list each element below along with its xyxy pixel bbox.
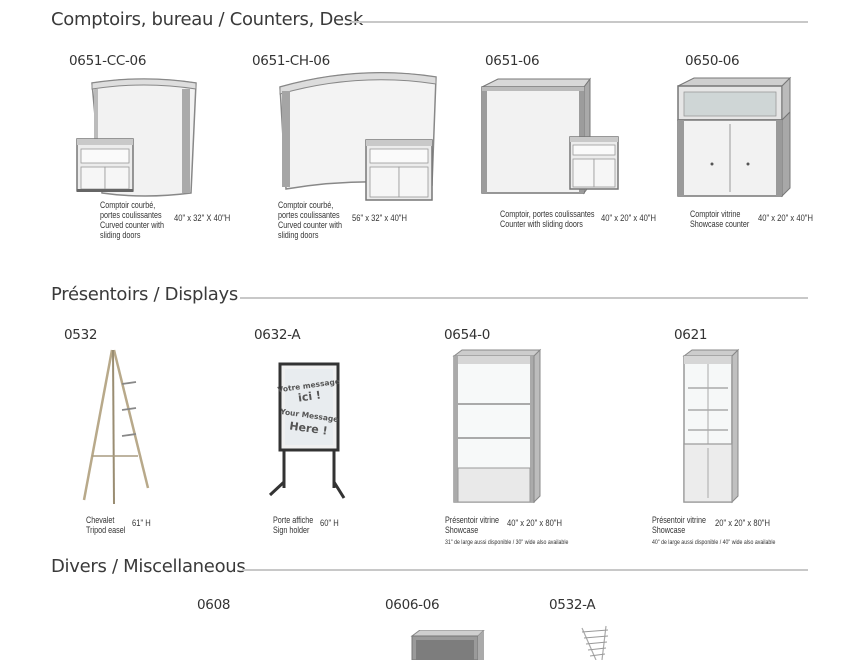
poster-text-line2: ici ! [297,389,322,405]
section-rule-displays [240,297,808,299]
showcase-counter-image [677,76,792,198]
section-rule-counters [350,21,808,23]
product-dim-0621: 20" x 20" x 80"H [715,518,770,529]
product-note-0621: 40" de large aussi disponible / 40" wide… [652,539,776,546]
product-code-0532: 0532 [64,327,98,343]
product-desc-0532: Chevalet Tripod easel [86,515,126,535]
product-code-0651-06: 0651-06 [485,53,540,69]
product-dim-0651-06: 40" x 20" x 40"H [601,213,656,224]
product-dim-0651-ch-06: 56" x 32" x 40"H [352,213,407,224]
showcase-tower-narrow-image [682,348,740,504]
brochure-rack-image [581,625,609,660]
display-case-top-image [410,630,485,660]
poster-text-line4: Here ! [289,419,329,437]
product-desc-0654-0: Présentoir vitrine Showcase [445,515,500,535]
product-code-0606-06: 0606-06 [385,597,440,613]
curved-counter-image [76,78,197,197]
product-code-0650-06: 0650-06 [685,53,740,69]
tripod-easel-image [82,349,150,505]
product-code-0608: 0608 [197,597,231,613]
curved-counter-large-image [279,72,437,201]
section-title-counters: Comptoirs, bureau / Counters, Desk [51,9,363,30]
product-dim-0532: 61" H [132,518,151,529]
product-dim-0632-a: 60" H [320,518,339,529]
product-desc-0621: Présentoir vitrine Showcase [652,515,707,535]
product-code-0532-a: 0532-A [549,597,596,613]
product-dim-0654-0: 40" x 20" x 80"H [507,518,562,529]
showcase-tower-wide-image [452,348,542,504]
section-rule-misc [242,569,808,571]
product-desc-0651-ch-06: Comptoir courbé, portes coulissantes Cur… [278,200,343,240]
sign-holder-image: Votre message ici ! Your Message Here ! [268,362,346,499]
product-code-0651-ch-06: 0651-CH-06 [252,53,330,69]
product-desc-0632-a: Porte affiche Sign holder [273,515,314,535]
product-code-0632-a: 0632-A [254,327,301,343]
section-title-displays: Présentoirs / Displays [51,284,238,305]
product-dim-0650-06: 40" x 20" x 40"H [758,213,813,224]
product-desc-0651-cc-06: Comptoir courbé, portes coulissantes Cur… [100,200,165,240]
section-title-misc: Divers / Miscellaneous [51,556,246,577]
product-code-0651-cc-06: 0651-CC-06 [69,53,147,69]
product-code-0654-0: 0654-0 [444,327,491,343]
counter-sliding-doors-image [481,77,619,195]
product-dim-0651-cc-06: 40" x 32" X 40"H [174,213,231,224]
product-code-0621: 0621 [674,327,708,343]
product-desc-0650-06: Comptoir vitrine Showcase counter [690,209,750,229]
product-note-0654-0: 31" de large aussi disponible / 30" wide… [445,539,569,546]
product-desc-0651-06: Comptoir, portes coulissantes Counter wi… [500,209,595,229]
